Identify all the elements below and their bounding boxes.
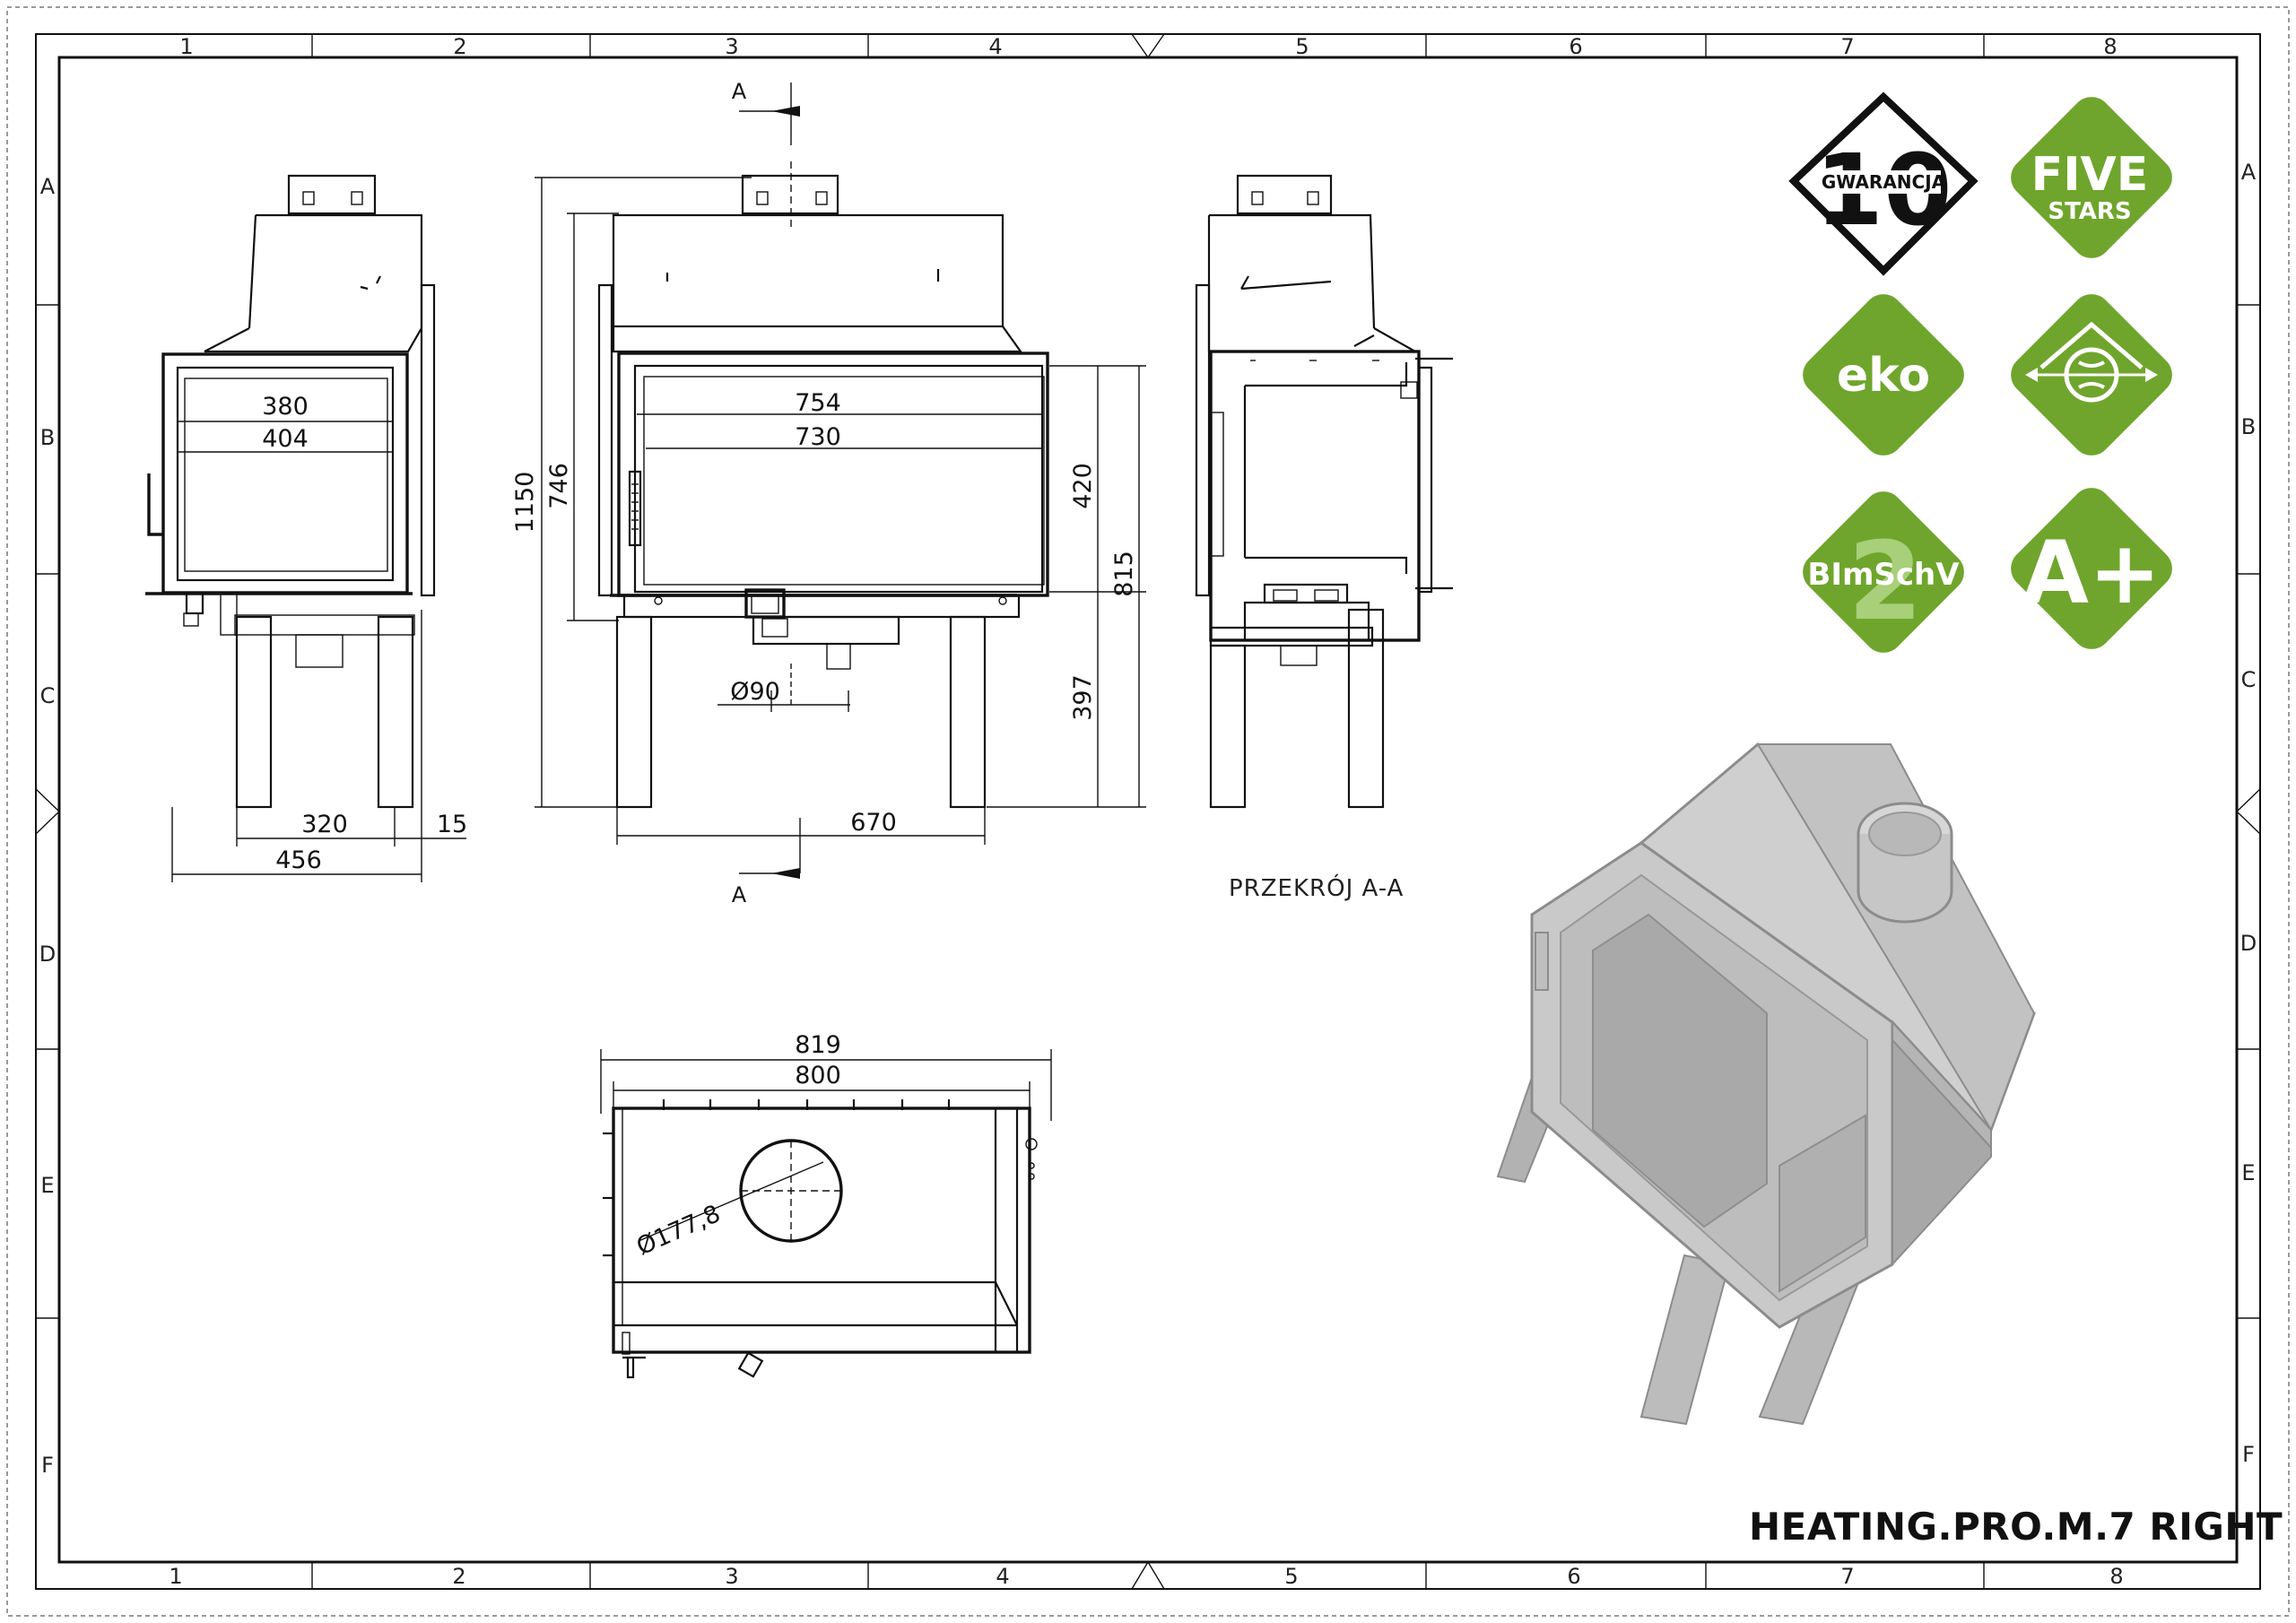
col-label: 2 (452, 1564, 465, 1589)
section-marker-top: A (732, 79, 747, 104)
side-view-dims (171, 421, 466, 882)
dim-air-inlet: Ø90 (730, 678, 780, 706)
row-labels-left: A B C D E F (39, 174, 56, 1478)
dim-leg-spacing: 320 (301, 811, 348, 838)
bimschv-label: BImSchV (1807, 557, 1960, 593)
top-view-dim-labels: 819 800 Ø177,8 (632, 1031, 841, 1261)
top-view (603, 1099, 1038, 1379)
section-view (1195, 174, 1453, 809)
col-label: 5 (1284, 1564, 1298, 1589)
fireplace-3d-render (1496, 742, 2036, 1426)
section-markers (739, 106, 801, 879)
row-label: B (40, 425, 55, 450)
five-stars-line2: STARS (2048, 198, 2131, 225)
row-label: F (41, 1453, 54, 1478)
col-label: 1 (179, 34, 193, 59)
col-label: 6 (1567, 1564, 1580, 1589)
dim-inner-width: 730 (795, 423, 841, 451)
row-label: A (2241, 160, 2257, 185)
drawing-title: HEATING.PRO.M.7 RIGHT (1749, 1505, 2283, 1549)
dim-overall-depth: 456 (275, 846, 322, 874)
dim-offset: 15 (437, 811, 467, 838)
side-view-dim-labels: 380 404 320 15 456 (262, 393, 467, 874)
section-marker-labels: A A (732, 79, 747, 907)
dim-body-height: 746 (545, 463, 573, 509)
row-label: D (39, 942, 56, 967)
badge-warranty: 10 GWARANCJA (1788, 91, 1979, 276)
dim-flue-diameter: Ø177,8 (632, 1200, 725, 1261)
col-label: 8 (2109, 1564, 2123, 1589)
dim-glass-height: 420 (1069, 463, 1097, 509)
front-view (597, 82, 1049, 809)
sheet-border (6, 6, 2290, 1617)
row-label: A (40, 174, 56, 199)
energy-class-label: A+ (2022, 523, 2161, 623)
badge-air-icon (2011, 294, 2172, 456)
col-label: 3 (725, 34, 738, 59)
side-view (145, 174, 436, 809)
section-marker-bottom: A (732, 882, 747, 907)
dim-body-width: 800 (795, 1062, 841, 1089)
col-label: 4 (988, 34, 1002, 59)
outer-frame (35, 33, 2261, 1590)
column-labels-bottom: 1 2 3 4 5 6 7 8 (169, 1564, 2123, 1589)
column-labels-top: 1 2 3 4 5 6 7 8 (179, 34, 2117, 59)
dim-hearth-height: 815 (1110, 551, 1138, 597)
dim-outer-width: 754 (795, 389, 841, 417)
eko-label: eko (1837, 349, 1930, 403)
row-label: B (2241, 414, 2256, 439)
col-label: 8 (2103, 34, 2117, 59)
front-view-dim-labels: 754 730 1150 746 420 815 397 670 Ø90 (511, 389, 1138, 837)
bimschv-level: 2 (1848, 520, 1923, 645)
row-label: E (2241, 1160, 2255, 1185)
frame-ticks (35, 33, 2261, 1590)
badge-bimschv: 2 BImSchV (1803, 491, 1964, 653)
row-label: E (40, 1173, 54, 1198)
row-labels-right: A B C D E F (2240, 160, 2257, 1467)
col-label: 6 (1569, 34, 1582, 59)
col-label: 7 (1840, 34, 1854, 59)
badge-five-stars: FIVE STARS (2011, 97, 2172, 258)
warranty-label: GWARANCJA (1822, 171, 1946, 193)
badge-energy-class: A+ (2011, 488, 2172, 649)
five-stars-line1: FIVE (2031, 148, 2149, 202)
top-view-dims (600, 1049, 1052, 1121)
col-label: 1 (169, 1564, 182, 1589)
section-label: PRZEKRÓJ A-A (1229, 875, 1405, 902)
row-label: D (2240, 931, 2257, 956)
col-label: 5 (1295, 34, 1309, 59)
row-label: C (2241, 667, 2257, 692)
dim-inner-depth: 404 (262, 425, 309, 453)
col-label: 3 (725, 1564, 738, 1589)
dim-overall-width: 819 (795, 1031, 841, 1059)
col-label: 4 (996, 1564, 1009, 1589)
col-label: 2 (453, 34, 466, 59)
front-view-dims (535, 177, 1146, 845)
row-label: C (40, 683, 56, 708)
badge-eko: eko (1803, 294, 1964, 456)
row-label: F (2242, 1442, 2255, 1467)
dim-inner-depth-top: 380 (262, 393, 309, 421)
dim-leg-spacing-front: 670 (850, 809, 897, 837)
dim-leg-height: 397 (1069, 674, 1097, 721)
col-label: 7 (1840, 1564, 1854, 1589)
dim-total-height: 1150 (511, 472, 539, 534)
